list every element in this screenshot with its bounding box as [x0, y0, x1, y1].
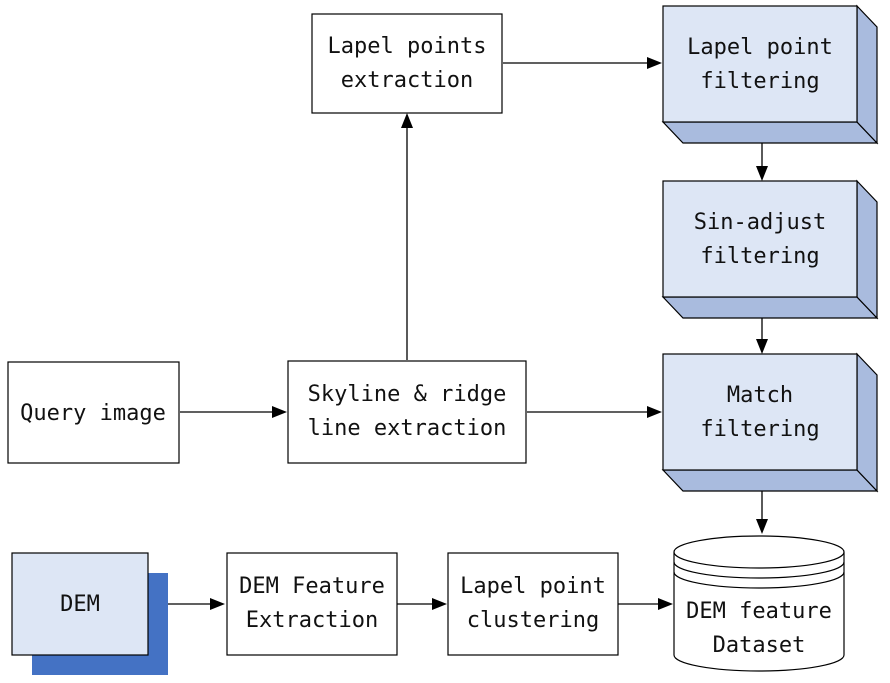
dem-label: DEM: [60, 592, 100, 617]
sin-adjust-right-face: [856, 179, 878, 320]
skyline-label-line2: line extraction: [308, 416, 507, 441]
node-sin-adjust-filtering: Sin-adjust filtering: [661, 179, 879, 320]
lapel-extraction-label-line2: extraction: [341, 68, 473, 93]
dataset-cylinder-body: [673, 552, 845, 672]
arrowhead-clustering-to-dataset: [658, 598, 673, 610]
lapel-clustering-label-line2: clustering: [467, 608, 599, 633]
dem-feature-extraction-label-line2: Extraction: [246, 608, 378, 633]
arrowhead-query-to-skyline: [272, 406, 287, 418]
arrowhead-match-to-dataset: [756, 519, 768, 534]
lapel-filtering-label-line1: Lapel point: [687, 35, 833, 60]
sin-adjust-label-line1: Sin-adjust: [694, 210, 826, 235]
arrowhead-lapel-filtering-to-sin-adjust: [756, 166, 768, 181]
dataset-cylinder-ring1: [673, 561, 845, 579]
lapel-extraction-label-line1: Lapel points: [328, 34, 487, 59]
arrowhead-dem-to-feature-extraction: [210, 598, 225, 610]
node-lapel-point-filtering: Lapel point filtering: [661, 4, 879, 145]
arrowhead-sin-adjust-to-match: [756, 339, 768, 354]
dataset-cylinder-top: [673, 535, 845, 569]
lapel-filtering-right-face: [856, 4, 878, 145]
node-lapel-point-clustering: Lapel point clustering: [447, 552, 619, 656]
dataset-label-line1: DEM feature: [686, 599, 832, 624]
lapel-filtering-bottom-face: [661, 121, 879, 144]
match-filtering-bottom-face: [661, 469, 879, 492]
dataset-label-line2: Dataset: [713, 633, 806, 658]
query-image-label: Query image: [20, 401, 166, 426]
sin-adjust-bottom-face: [661, 296, 879, 319]
match-filtering-right-face: [856, 352, 878, 493]
lapel-clustering-label-line1: Lapel point: [460, 574, 606, 599]
dem-feature-extraction-label-line1: DEM Feature: [239, 574, 385, 599]
node-dem-feature-dataset: DEM feature Dataset: [673, 535, 845, 672]
sin-adjust-label-line2: filtering: [700, 244, 819, 269]
node-skyline-extraction: Skyline & ridge line extraction: [287, 360, 527, 464]
lapel-filtering-label-line2: filtering: [700, 69, 819, 94]
arrowhead-skyline-to-match: [647, 406, 662, 418]
node-query-image: Query image: [7, 361, 180, 464]
arrowhead-lapel-extraction-to-filtering: [647, 57, 662, 69]
dataset-cylinder-ring2: [673, 571, 845, 589]
node-lapel-points-extraction: Lapel points extraction: [311, 13, 503, 114]
arrowhead-skyline-to-lapel-extraction: [401, 113, 413, 128]
node-match-filtering: Match filtering: [661, 352, 879, 493]
edges: [148, 57, 768, 610]
node-dem: DEM: [11, 552, 168, 675]
match-filtering-label-line2: filtering: [700, 417, 819, 442]
skyline-label-line1: Skyline & ridge: [308, 382, 507, 407]
node-dem-feature-extraction: DEM Feature Extraction: [226, 552, 398, 656]
arrowhead-feature-extraction-to-clustering: [432, 598, 447, 610]
match-filtering-label-line1: Match: [727, 383, 793, 408]
